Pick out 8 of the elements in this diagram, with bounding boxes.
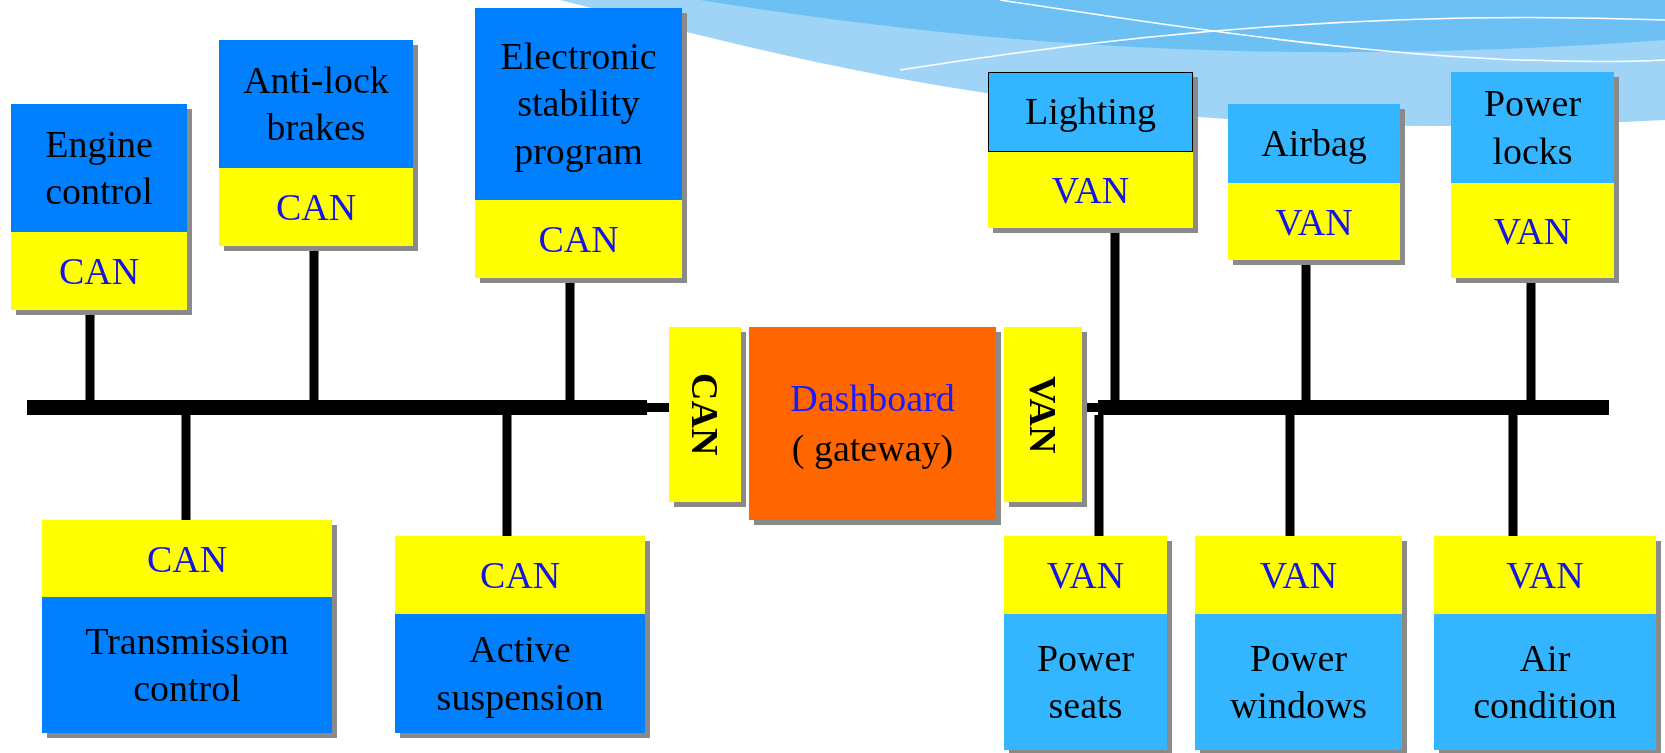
connector-line: [1285, 415, 1295, 536]
connector-line: [181, 415, 191, 520]
connector-line: [1508, 415, 1518, 536]
gateway-subtitle: ( gateway): [791, 425, 954, 471]
connector-line: [502, 415, 512, 536]
connector-line: [1094, 415, 1104, 536]
gateway-title: Dashboard: [790, 376, 955, 422]
connector-line: [647, 403, 669, 412]
